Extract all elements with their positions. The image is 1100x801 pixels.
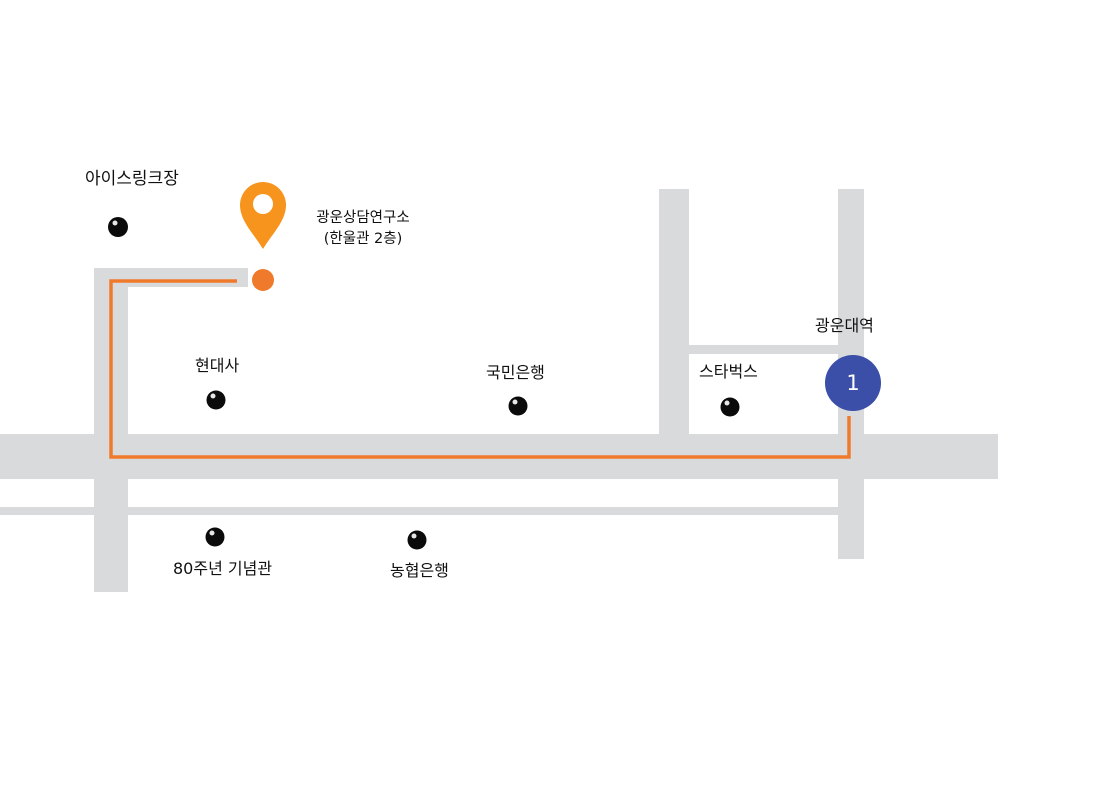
destination-name: 광운상담연구소 xyxy=(316,210,410,226)
landmark-label-kookmin-bank: 국민은행 xyxy=(486,363,545,382)
destination-label: 광운상담연구소 (한울관 2층) xyxy=(300,208,426,250)
landmark-label-ice-rink: 아이스링크장 xyxy=(85,169,179,189)
destination-dot xyxy=(252,269,274,291)
station-connector-road xyxy=(689,345,838,354)
location-pin-icon xyxy=(240,182,286,249)
poi-marker-icon xyxy=(205,527,225,547)
north-spur-road xyxy=(94,268,248,287)
poi-marker-icon xyxy=(720,397,740,417)
landmark-label-hyundaesa: 현대사 xyxy=(195,356,240,375)
landmark-label-nonghyup-bank: 농협은행 xyxy=(390,561,449,580)
landmark-label-80th-anniversary-hall: 80주년 기념관 xyxy=(173,559,273,578)
poi-marker-icon xyxy=(108,217,128,237)
central-road xyxy=(659,189,689,434)
landmark-label-starbucks: 스타벅스 xyxy=(699,362,758,381)
poi-marker-icon xyxy=(407,530,427,550)
lower-road xyxy=(0,507,838,515)
station-name-label: 광운대역 xyxy=(815,316,874,335)
destination-detail: (한울관 2층) xyxy=(323,231,403,247)
subway-line-badge: 1 xyxy=(825,355,881,411)
poi-marker-icon xyxy=(206,390,226,410)
walking-route xyxy=(109,279,851,459)
poi-marker-icon xyxy=(508,396,528,416)
